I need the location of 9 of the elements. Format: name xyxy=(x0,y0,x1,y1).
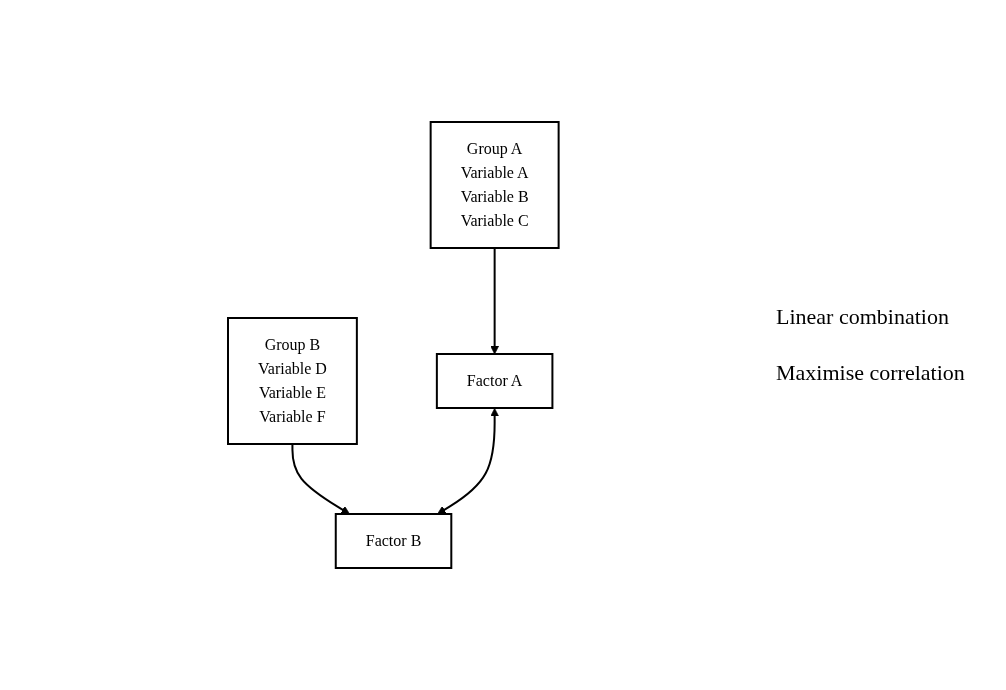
arrow xyxy=(436,408,499,515)
node-box: Factor A xyxy=(435,353,554,409)
node-box: Group B Variable D Variable E Variable F xyxy=(226,317,358,445)
arrow xyxy=(291,443,350,515)
arrow xyxy=(489,247,499,355)
note: Maximise correlation xyxy=(776,360,966,386)
node-box: Factor B xyxy=(334,513,452,569)
note: Linear combination xyxy=(776,304,950,330)
node-box: Group A Variable A Variable B Variable C xyxy=(429,121,560,249)
